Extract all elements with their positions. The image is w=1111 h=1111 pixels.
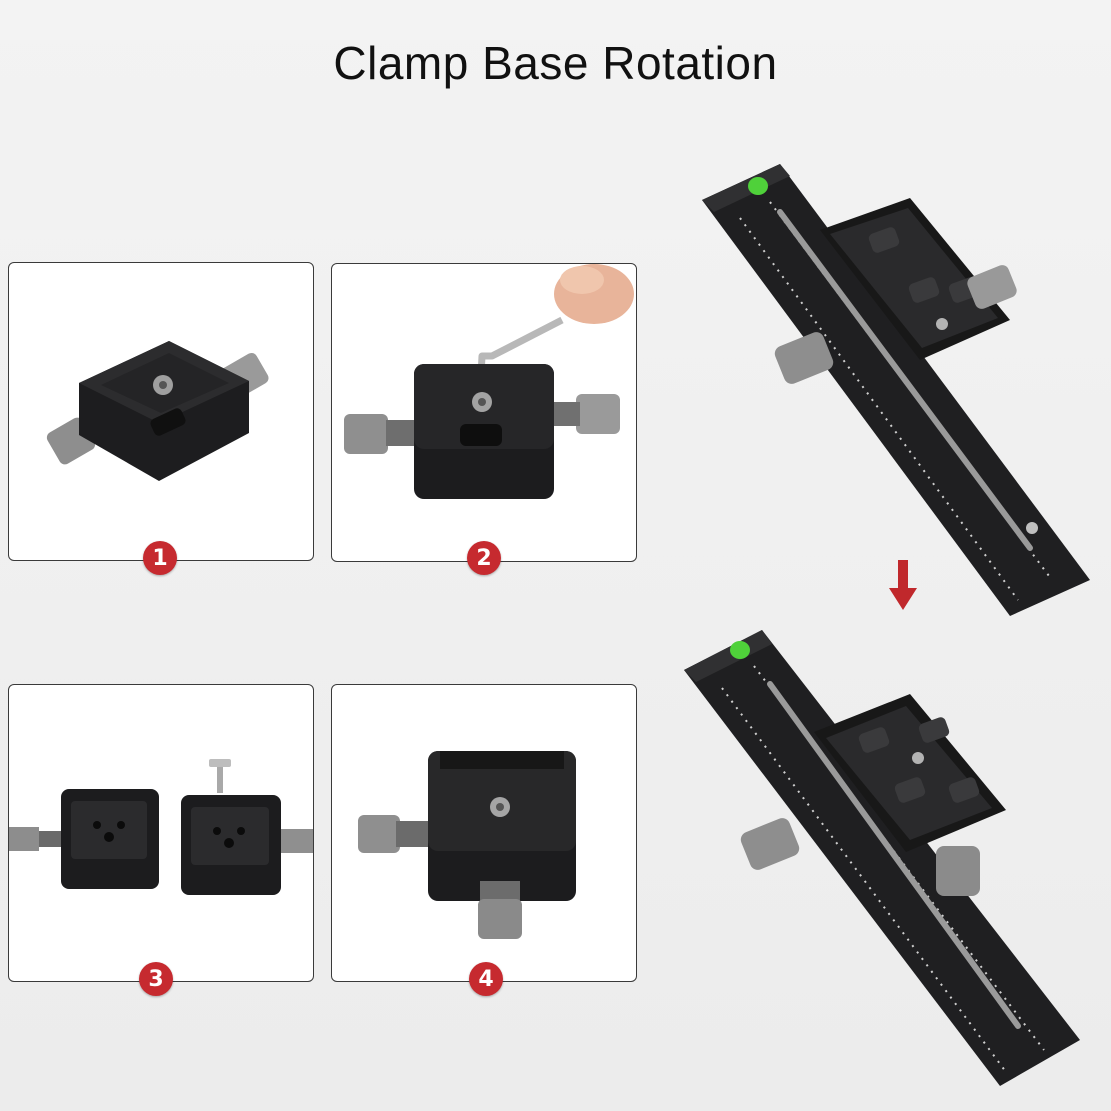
clamp-photo-1 (46, 341, 269, 481)
step-panel-2 (331, 263, 637, 562)
rail-assembly-after (684, 630, 1080, 1086)
step-panel-1 (8, 262, 314, 561)
step-badge-2: 2 (467, 541, 501, 575)
step-badge-1: 1 (143, 541, 177, 575)
arrow-down-icon (889, 560, 917, 610)
clamp-photo-2 (344, 264, 634, 499)
step-badge-4: 4 (469, 962, 503, 996)
clamp-photo-4 (358, 751, 576, 939)
step-panel-3 (8, 684, 314, 982)
rail-assembly-before (702, 164, 1090, 616)
step-panel-4 (331, 684, 637, 982)
clamp-photo-3 (9, 759, 313, 895)
page-title: Clamp Base Rotation (333, 37, 778, 89)
step-badge-3: 3 (139, 962, 173, 996)
